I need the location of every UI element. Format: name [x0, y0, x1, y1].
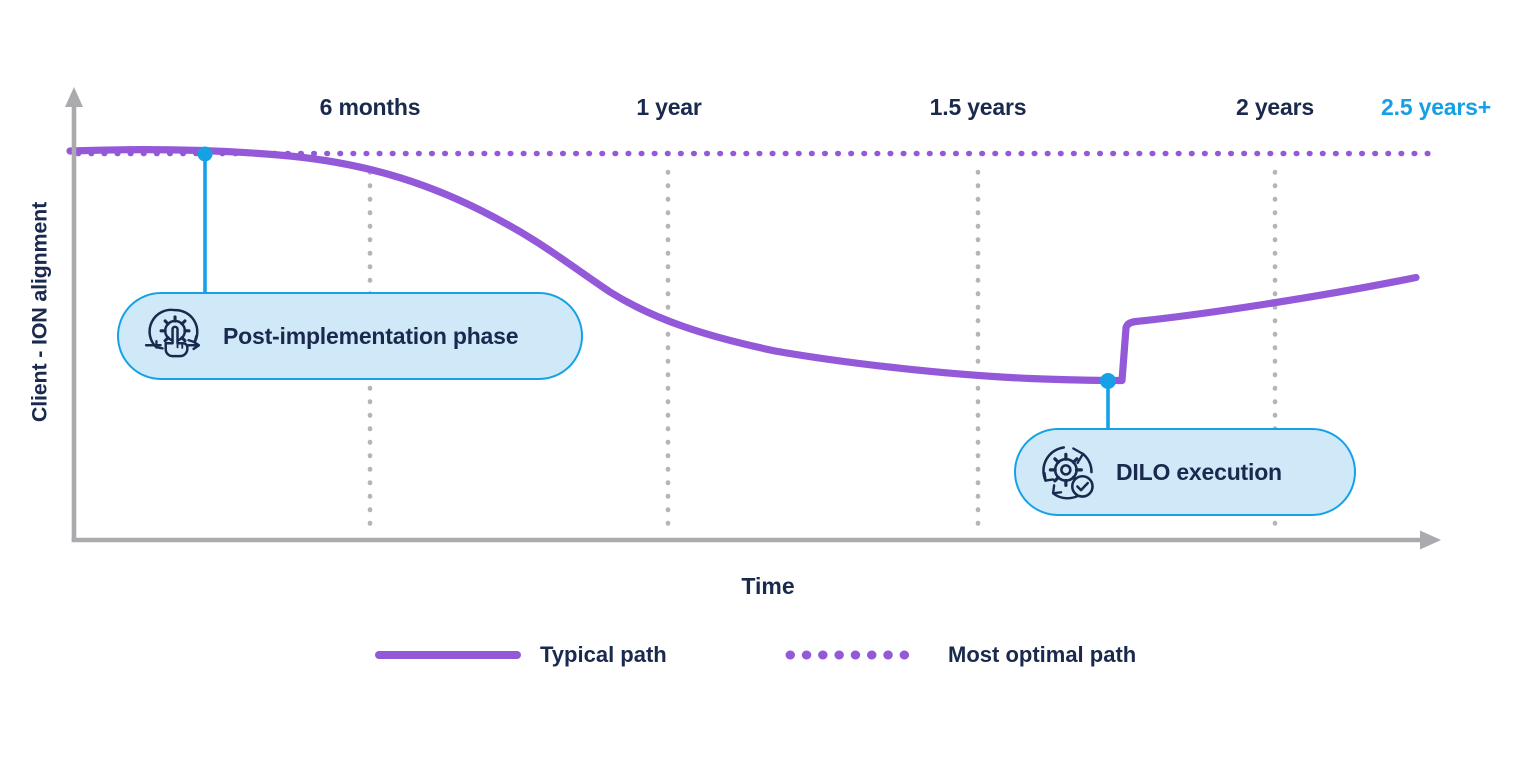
tick-1-year: 1 year: [636, 94, 702, 120]
typical-path-line: [66, 146, 1420, 385]
tick-2-5-years-plus: 2.5 years+: [1381, 94, 1491, 120]
callout-dilo-execution: DILO execution: [1014, 428, 1356, 516]
y-axis-arrow-icon: [65, 87, 83, 107]
x-axis-title: Time: [741, 573, 795, 599]
callout-label: DILO execution: [1116, 458, 1282, 485]
tick-6-months: 6 months: [319, 94, 421, 120]
legend-typical-path-label: Typical path: [540, 642, 667, 667]
tick-2-years: 2 years: [1236, 94, 1314, 120]
dilo-marker-dot: [1100, 373, 1116, 389]
legend-optimal-path-label: Most optimal path: [948, 642, 1137, 667]
process-gear-hand-icon: [144, 308, 201, 358]
post-implementation-marker-dot: [197, 146, 213, 162]
tick-1-5-years: 1.5 years: [929, 94, 1027, 120]
callout-label: Post-implementation phase: [223, 322, 519, 349]
y-axis-title: Client - ION alignment: [27, 201, 52, 423]
gear-sync-check-icon: [1042, 446, 1094, 500]
callout-post-implementation: Post-implementation phase: [117, 292, 583, 380]
x-axis-arrow-icon: [1420, 530, 1441, 550]
